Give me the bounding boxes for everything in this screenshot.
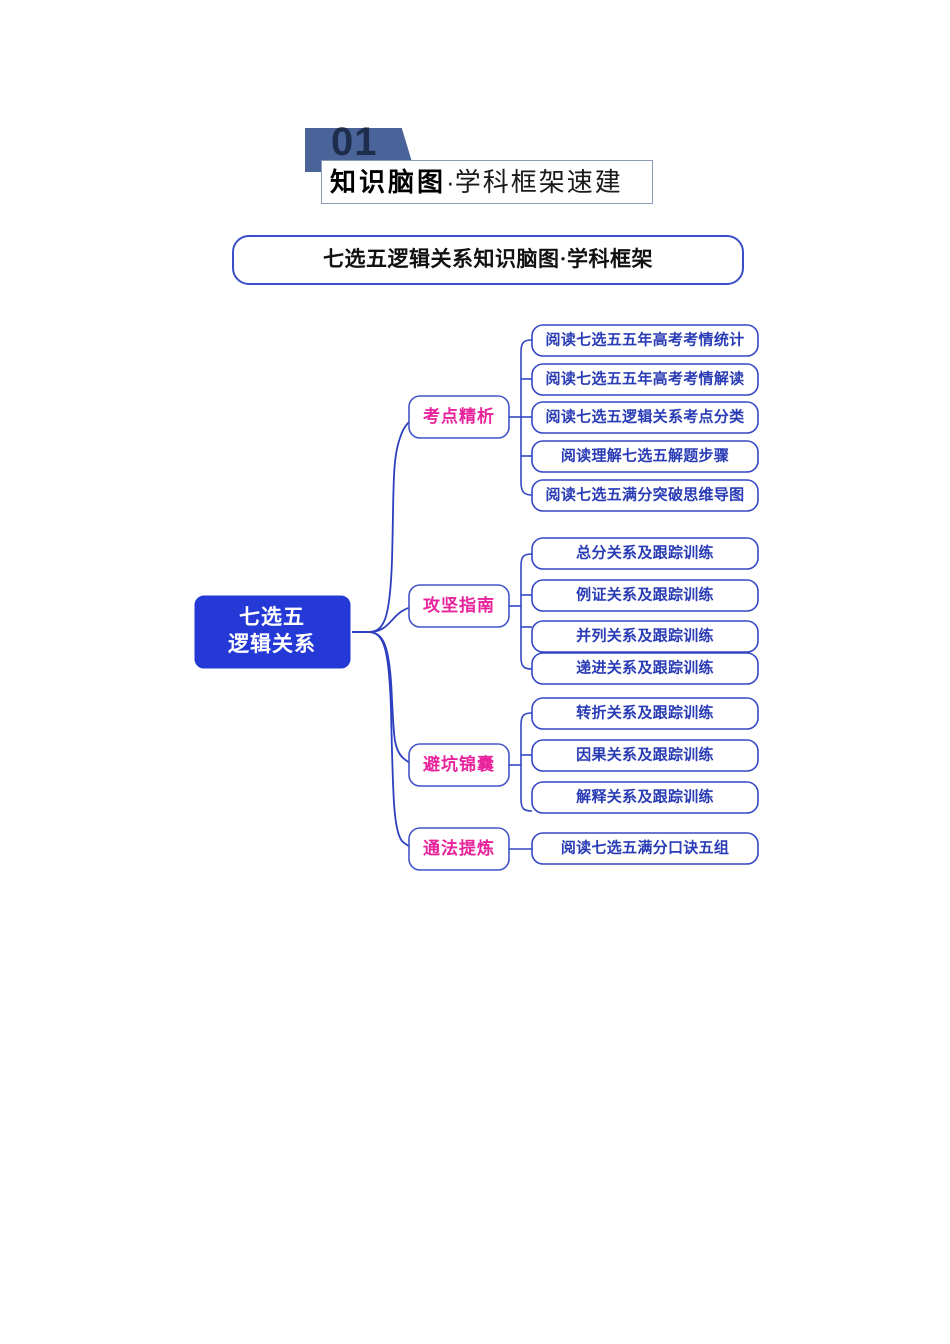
leaf-1-4-label: 阅读理解七选五解题步骤 xyxy=(561,446,729,464)
leaf-2-1-label: 总分关系及跟踪训练 xyxy=(576,543,714,561)
leaf-node[interactable]: 例证关系及跟踪训练 xyxy=(531,579,759,612)
connector-branch1-to-leaf5 xyxy=(520,481,533,496)
leaf-4-1-box[interactable] xyxy=(531,832,759,865)
branch-node-3[interactable]: 避坑锦囊 xyxy=(408,743,510,787)
leaf-node[interactable]: 阅读七选五满分突破思维导图 xyxy=(531,479,759,512)
leaf-2-3-label: 并列关系及跟踪训练 xyxy=(576,626,714,644)
leaf-4-1-label: 阅读七选五满分口诀五组 xyxy=(561,838,729,856)
connector-branch2-to-leaf1 xyxy=(520,553,533,567)
leaf-1-1-label: 阅读七选五五年高考考情统计 xyxy=(546,330,745,348)
leaf-2-2-label: 例证关系及跟踪训练 xyxy=(576,585,714,603)
leaf-1-4-box[interactable] xyxy=(531,440,759,473)
leaf-3-1-label: 转折关系及跟踪训练 xyxy=(576,703,714,721)
leaf-node[interactable]: 阅读七选五五年高考考情统计 xyxy=(531,324,759,357)
root-node-line1: 七选五 xyxy=(239,605,305,629)
leaf-node[interactable]: 解释关系及跟踪训练 xyxy=(531,781,759,814)
diagram-title: 七选五逻辑关系知识脑图·学科框架 xyxy=(232,235,744,285)
leaf-3-3-label: 解释关系及跟踪训练 xyxy=(576,787,714,805)
connector-branch2-to-leaf4 xyxy=(520,656,533,670)
section-header: 01 知识脑图 · 学科框架速建 xyxy=(305,122,665,208)
root-node-box[interactable] xyxy=(194,595,351,669)
section-number: 01 xyxy=(331,120,378,164)
root-node-line2: 逻辑关系 xyxy=(228,632,316,656)
branch-node-1[interactable]: 考点精析 xyxy=(408,395,510,439)
diagram-title-box xyxy=(232,235,744,285)
leaf-node[interactable]: 阅读七选五满分口诀五组 xyxy=(531,832,759,865)
leaf-1-5-label: 阅读七选五满分突破思维导图 xyxy=(546,485,745,503)
connector-branch3-to-leaf3 xyxy=(520,798,533,812)
connector-branch3-to-leaf1 xyxy=(520,712,533,726)
leaf-node[interactable]: 阅读七选五五年高考考情解读 xyxy=(531,363,759,396)
leaf-node[interactable]: 递进关系及跟踪训练 xyxy=(531,652,759,685)
leaf-2-2-box[interactable] xyxy=(531,579,759,612)
branch-1-label: 考点精析 xyxy=(422,406,495,426)
leaf-1-2-box[interactable] xyxy=(531,363,759,396)
leaf-node[interactable]: 因果关系及跟踪训练 xyxy=(531,739,759,772)
leaf-1-1-box[interactable] xyxy=(531,324,759,357)
leaf-3-3-box[interactable] xyxy=(531,781,759,814)
branch-4-label: 通法提炼 xyxy=(423,838,495,858)
section-title-box: 知识脑图 · 学科框架速建 xyxy=(321,160,653,204)
branch-3-leaves: 转折关系及跟踪训练 因果关系及跟踪训练 解释关系及跟踪训练 xyxy=(531,697,759,814)
branch-4-leaves: 阅读七选五满分口诀五组 xyxy=(531,832,759,865)
diagram-title-label: 七选五逻辑关系知识脑图·学科框架 xyxy=(323,247,653,271)
branch-1-leaves: 阅读七选五五年高考考情统计 阅读七选五五年高考考情解读 阅读七选五逻辑关系考点分… xyxy=(531,324,759,512)
root-branch-connectors xyxy=(352,416,421,849)
branch-1-leaf-connectors xyxy=(509,339,533,496)
branch-3-leaf-connectors xyxy=(509,712,533,812)
section-title-separator: · xyxy=(446,167,455,197)
leaf-2-4-label: 递进关系及跟踪训练 xyxy=(576,658,714,676)
connector-root-to-branch-4 xyxy=(352,631,421,849)
leaf-node[interactable]: 阅读理解七选五解题步骤 xyxy=(531,440,759,473)
section-title-rest: 学科框架速建 xyxy=(454,167,623,197)
connector-root-to-branch-1 xyxy=(352,416,421,633)
connector-branch1-to-leaf1 xyxy=(520,339,533,353)
leaf-node[interactable]: 阅读七选五逻辑关系考点分类 xyxy=(531,401,759,434)
branch-2-label: 攻坚指南 xyxy=(423,595,495,615)
leaf-1-3-label: 阅读七选五逻辑关系考点分类 xyxy=(546,407,746,425)
leaf-3-1-box[interactable] xyxy=(531,697,759,730)
leaf-node[interactable]: 总分关系及跟踪训练 xyxy=(531,537,759,570)
leaf-node[interactable]: 并列关系及跟踪训练 xyxy=(531,620,759,653)
root-node[interactable]: 七选五 逻辑关系 xyxy=(194,595,351,669)
leaf-2-1-box[interactable] xyxy=(531,537,759,570)
leaf-1-5-box[interactable] xyxy=(531,479,759,512)
leaf-1-3-box[interactable] xyxy=(531,401,759,434)
branch-3-label: 避坑锦囊 xyxy=(423,754,495,774)
leaf-node[interactable]: 转折关系及跟踪训练 xyxy=(531,697,759,730)
leaf-3-2-box[interactable] xyxy=(531,739,759,772)
leaf-2-3-box[interactable] xyxy=(531,620,759,653)
branch-2-leaf-connectors xyxy=(509,553,533,670)
leaf-3-2-label: 因果关系及跟踪训练 xyxy=(576,745,714,763)
branch-node-2[interactable]: 攻坚指南 xyxy=(408,584,510,628)
branch-2-leaves: 总分关系及跟踪训练 例证关系及跟踪训练 并列关系及跟踪训练 递进关系及跟踪训练 xyxy=(531,537,759,685)
leaf-1-2-label: 阅读七选五五年高考考情解读 xyxy=(546,369,745,387)
leaf-2-4-box[interactable] xyxy=(531,652,759,685)
branch-node-4[interactable]: 通法提炼 xyxy=(408,827,510,871)
section-title-bold: 知识脑图 xyxy=(330,167,447,197)
